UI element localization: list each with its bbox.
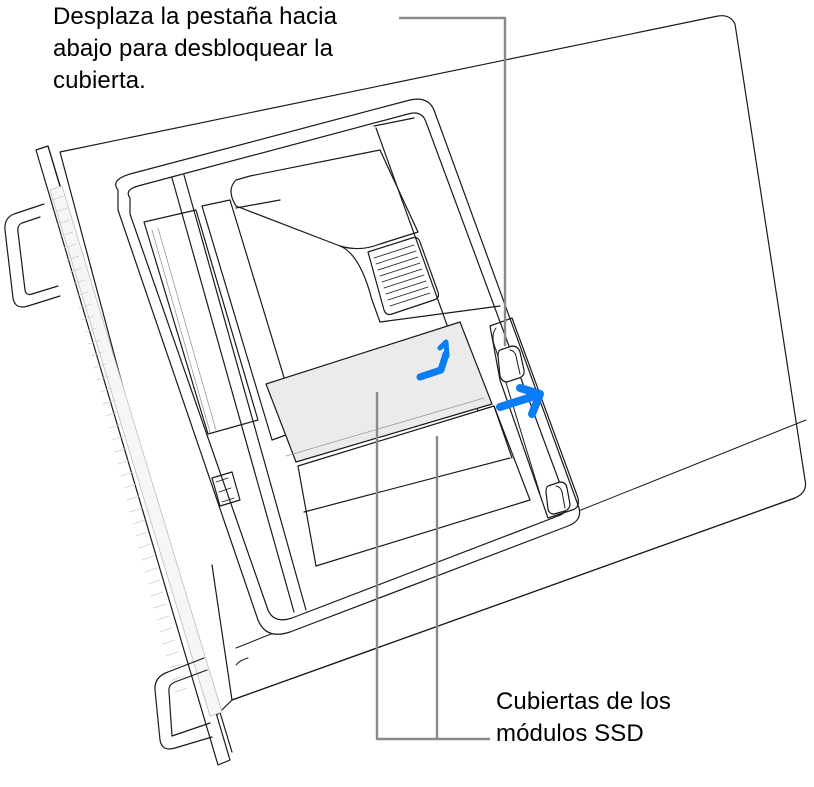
callout-bottom-line-1: Cubiertas de los <box>496 688 672 715</box>
ssd-cover-lower <box>297 405 531 567</box>
callout-bottom-line-2: módulos SSD <box>496 720 644 747</box>
callout-unlock-instruction: Desplaza la pestaña hacia abajo para des… <box>53 1 337 97</box>
front-panel <box>35 145 233 766</box>
mesh-pattern <box>51 195 188 693</box>
callout-top-line-2: abajo para desbloquear la <box>53 35 334 62</box>
ssd-module-covers <box>265 321 531 567</box>
slide-arrow <box>496 384 544 418</box>
callout-ssd-covers: Cubiertas de los módulos SSD <box>496 686 671 750</box>
latch-tab <box>497 345 525 383</box>
leader-lines <box>375 16 507 741</box>
latch-plate <box>489 317 579 519</box>
bottom-leader-line-a <box>375 392 490 741</box>
callout-top-line-3: cubierta. <box>53 67 146 94</box>
callout-top-line-1: Desplaza la pestaña hacia <box>53 3 338 30</box>
rack-handle-bottom <box>154 657 213 750</box>
upper-compartment <box>143 149 501 441</box>
cover-lift-arrow <box>416 339 450 381</box>
latch-tab-lower <box>545 481 571 515</box>
rack-handle-top <box>4 203 61 308</box>
side-clip <box>211 471 241 507</box>
vent-grille <box>367 236 440 316</box>
top-leader-line <box>399 16 507 346</box>
ssd-cover-upper <box>265 321 493 463</box>
